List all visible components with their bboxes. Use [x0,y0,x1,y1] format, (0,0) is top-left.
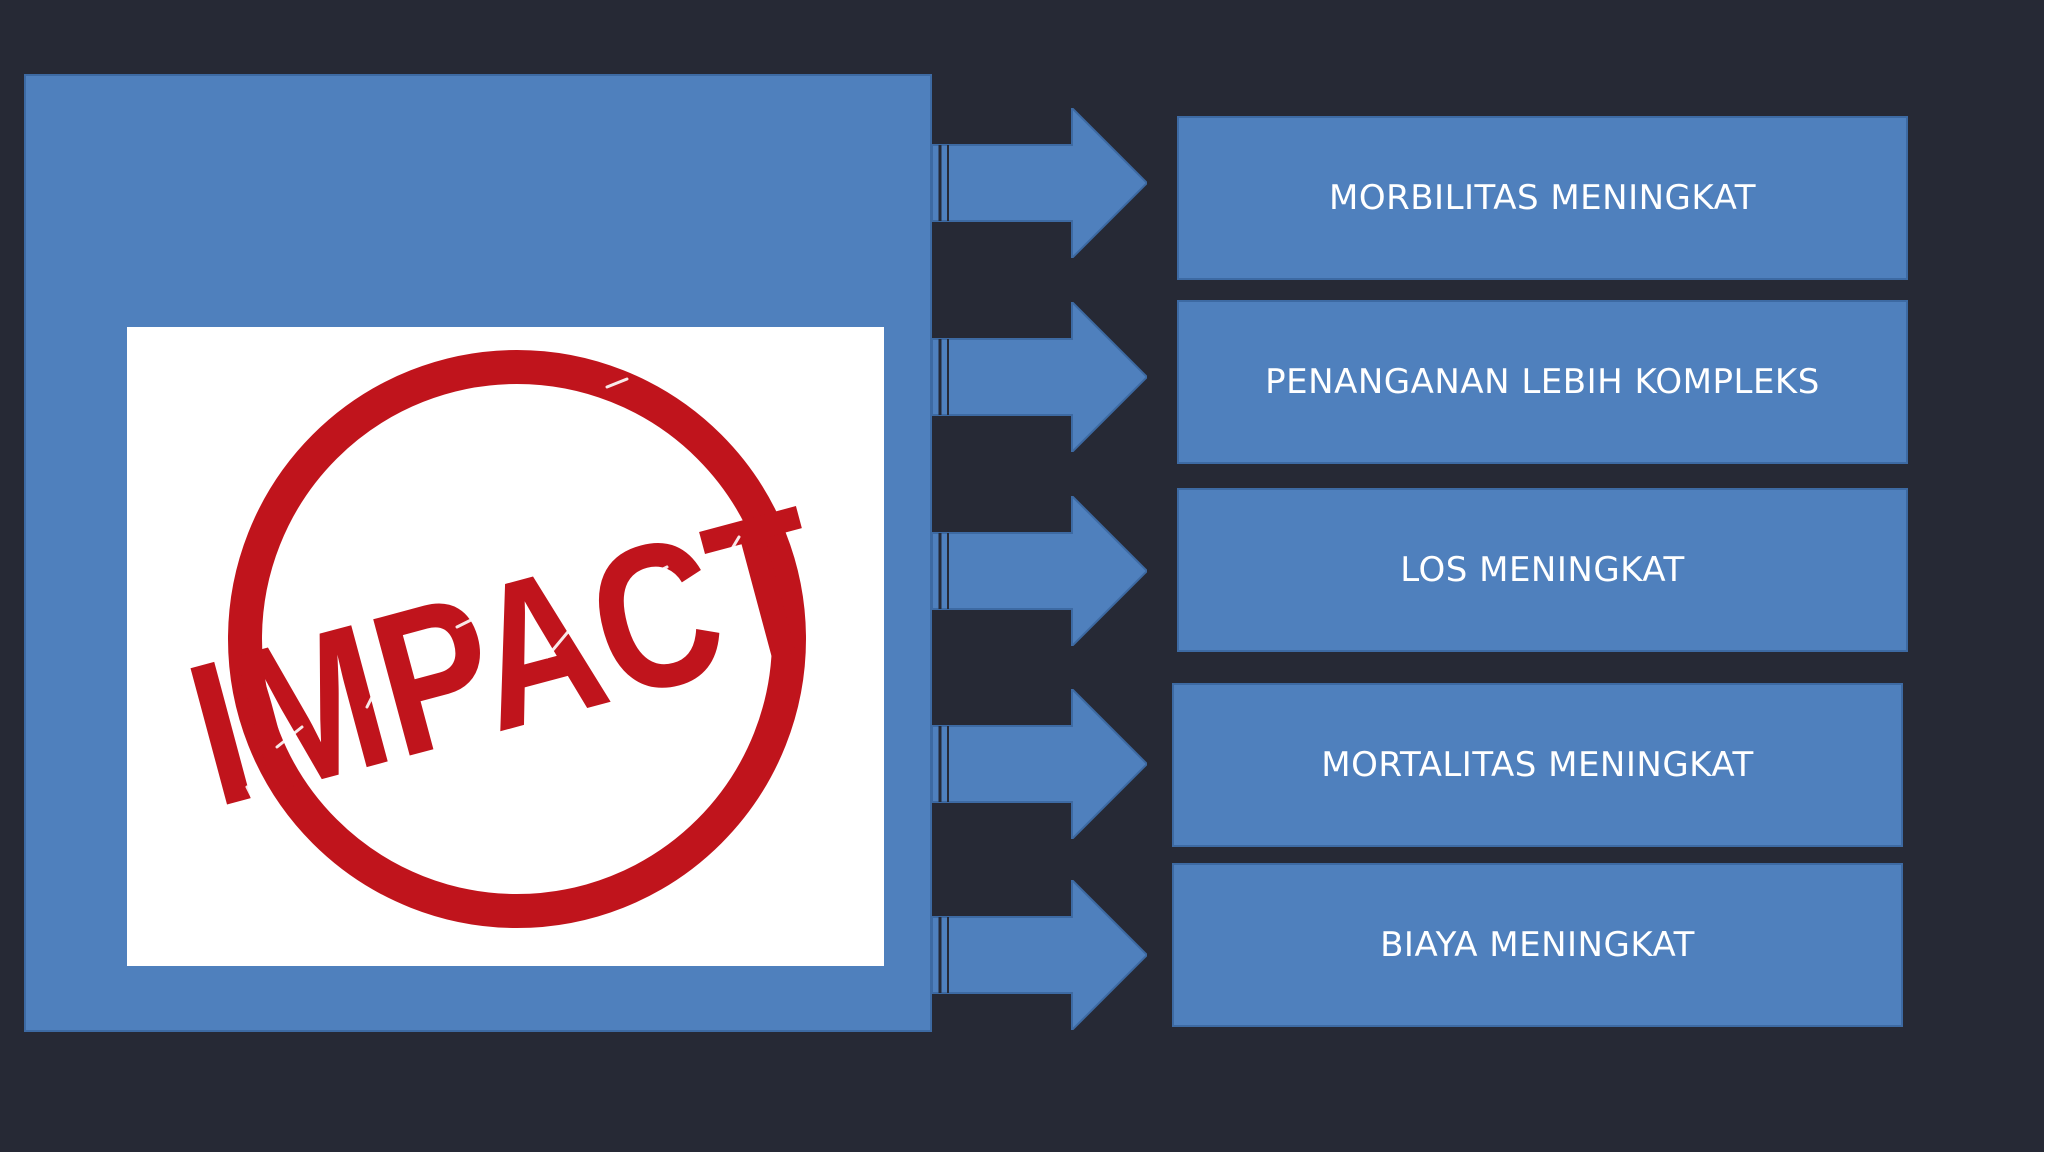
outcome-label: MORTALITAS MENINGKAT [1321,745,1754,785]
arrow-4 [932,689,1147,839]
outcome-box-mortalitas: MORTALITAS MENINGKAT [1172,683,1903,847]
impact-stamp-image: IMPACT [127,327,884,966]
outcome-box-biaya: BIAYA MENINGKAT [1172,863,1903,1027]
impact-panel: IMPACT [24,74,932,1032]
outcome-box-los: LOS MENINGKAT [1177,488,1908,652]
outcome-box-morbilitas: MORBILITAS MENINGKAT [1177,116,1908,280]
arrow-1 [932,108,1147,258]
outcome-label: LOS MENINGKAT [1400,550,1685,590]
impact-stamp-graphic: IMPACT [168,350,846,928]
outcome-label: BIAYA MENINGKAT [1380,925,1695,965]
outcome-label: PENANGANAN LEBIH KOMPLEKS [1265,362,1820,402]
arrow-2 [932,302,1147,452]
stamp-ring [228,350,806,928]
stamp-distress-marks [245,377,741,919]
arrow-5 [932,880,1147,1030]
outcome-box-penanganan: PENANGANAN LEBIH KOMPLEKS [1177,300,1908,464]
outcome-label: MORBILITAS MENINGKAT [1329,178,1756,218]
arrow-3 [932,496,1147,646]
